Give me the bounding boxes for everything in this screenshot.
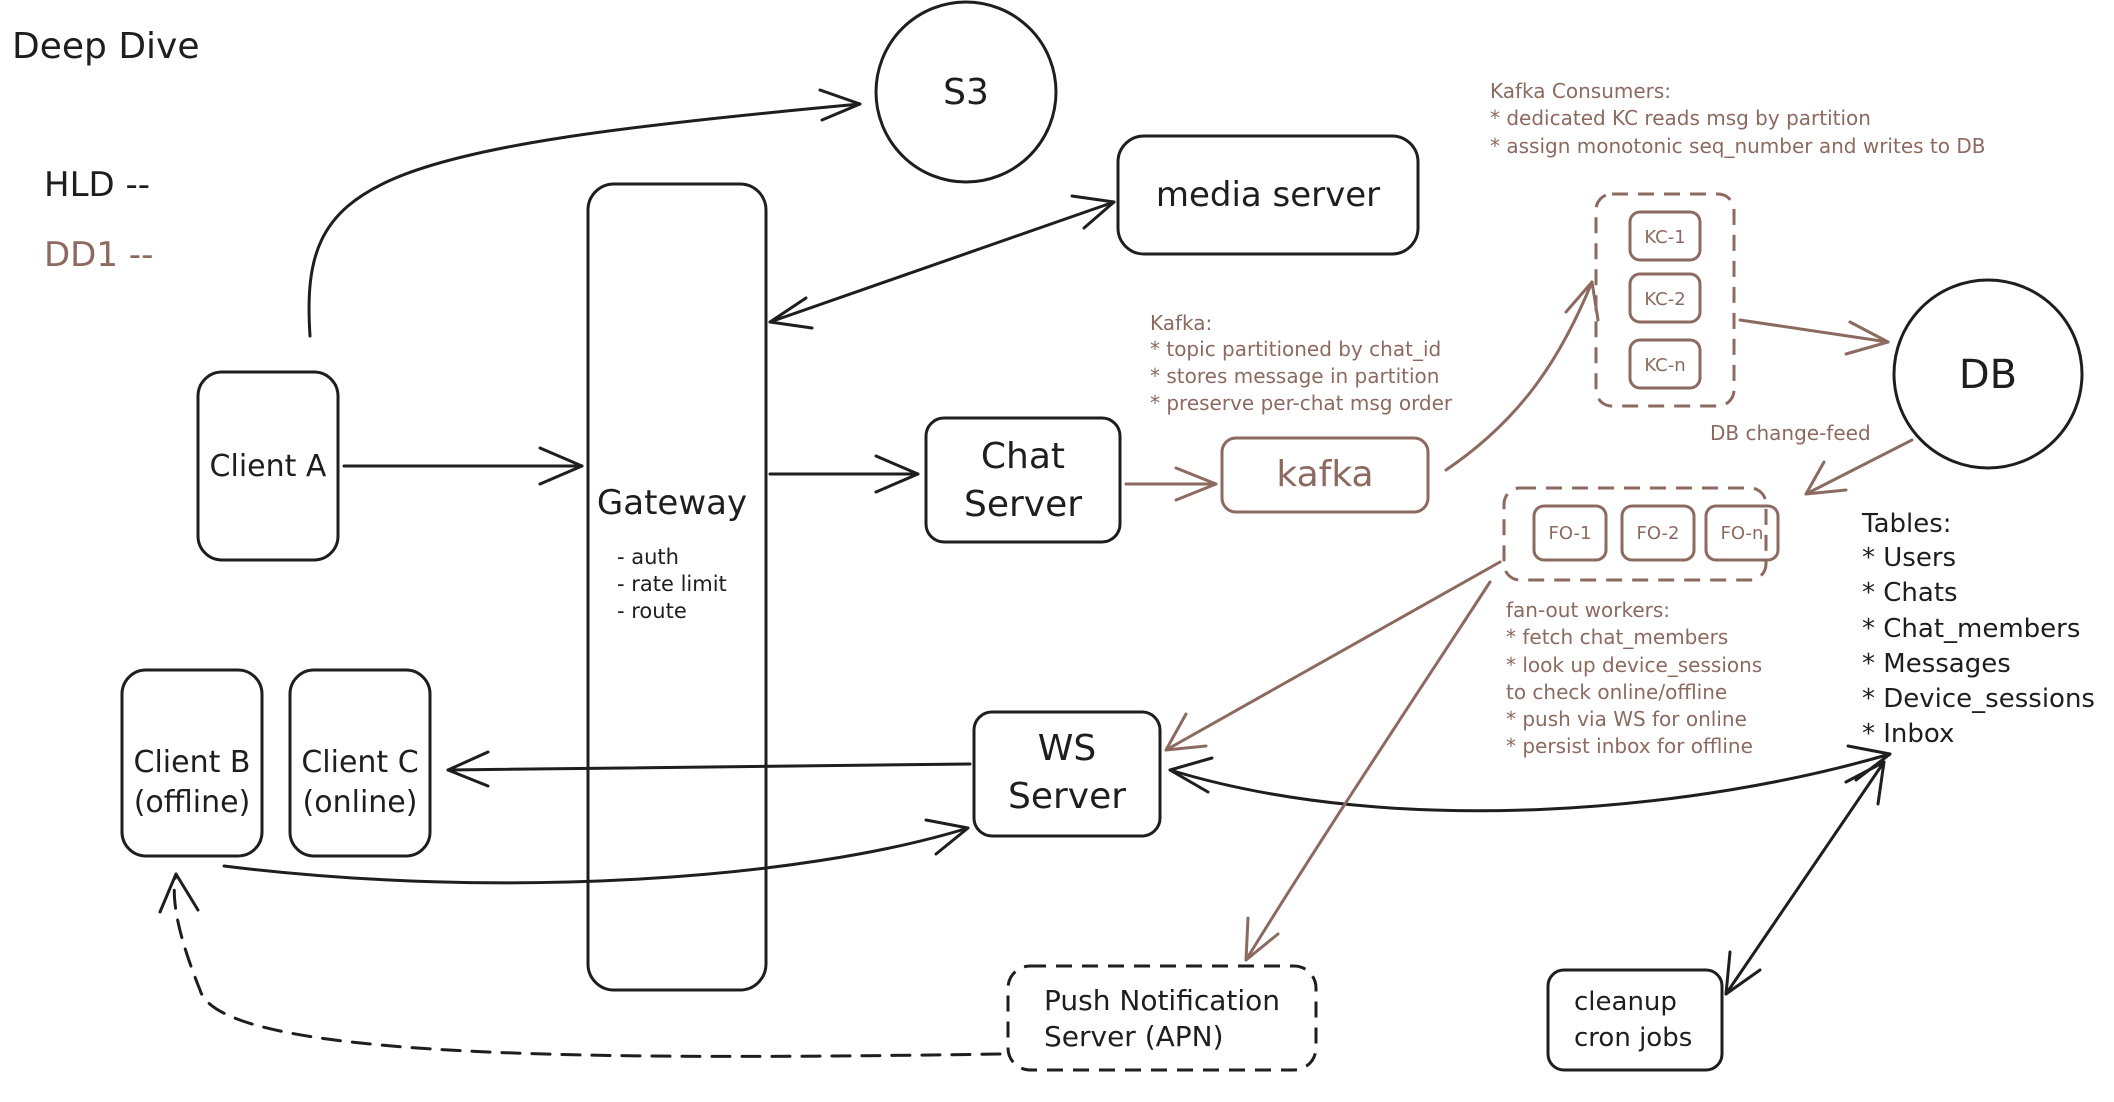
kafka-note-line-2: * stores message in partition [1150,364,1439,388]
fanout-workers-group: FO-1 FO-2 FO-n [1502,486,1780,582]
cleanup-cron-node: cleanup cron jobs [1546,968,1724,1072]
tables-note-chat-members: * Chat_members [1862,614,2080,644]
kafka-label: kafka [1276,454,1373,495]
arrow-push-to-client-b [158,872,1002,1058]
push-server-label-2: Server (APN) [1044,1020,1224,1053]
chat-server-label-2: Server [964,484,1082,525]
gateway-note-route: - route [617,599,687,623]
kafka-note-line-1: * topic partitioned by chat_id [1150,337,1441,361]
kafka-consumers-group: KC-1 KC-2 KC-n [1594,192,1736,408]
legend-hld: HLD -- [44,165,150,205]
kc-1-label: KC-1 [1644,227,1685,248]
fo-2-label: FO-2 [1637,523,1680,544]
s3-node: S3 [874,0,1058,184]
consumers-note: Kafka Consumers: * dedicated KC reads ms… [1490,79,1985,158]
fanout-note-line-2: * look up device_sessions [1506,653,1762,677]
push-server-label-1: Push Notification [1044,984,1280,1017]
gateway-note-rate-limit: - rate limit [617,572,727,596]
diagram-title: Deep Dive [12,26,200,67]
fo-1-label: FO-1 [1549,523,1592,544]
tables-note-chats: * Chats [1862,578,1958,608]
fo-n-label: FO-n [1721,523,1764,544]
consumers-note-line-2: * assign monotonic seq_number and writes… [1490,134,1985,158]
tables-note-users: * Users [1862,543,1956,573]
consumers-note-line-1: * dedicated KC reads msg by partition [1490,106,1871,130]
client-c-status: (online) [303,785,418,820]
tables-note-device-sessions: * Device_sessions [1862,684,2095,714]
kafka-note-title: Kafka: [1150,311,1212,335]
ws-server-node: WS Server [972,710,1162,838]
kc-2-label: KC-2 [1644,289,1685,310]
tables-note: Tables: * Users * Chats * Chat_members *… [1861,509,2095,749]
fanout-note-title: fan-out workers: [1506,598,1670,622]
db-node: DB [1892,278,2084,470]
arrow-tables-cleanup [1724,760,1886,996]
kafka-note: Kafka: * topic partitioned by chat_id * … [1150,311,1453,415]
consumers-note-title: Kafka Consumers: [1490,79,1671,103]
arrow-chat-to-kafka [1124,466,1218,502]
arrow-ws-to-client-c [446,750,972,788]
client-b-node: Client B (offline) [120,668,264,858]
kafka-node: kafka [1220,436,1430,514]
tables-note-inbox: * Inbox [1862,719,1954,749]
fanout-note-line-3: to check online/offline [1506,680,1727,704]
client-a-node: Client A [196,370,340,562]
gateway-node: Gateway - auth - rate limit - route [586,182,768,992]
arrow-consumers-to-db [1738,318,1890,356]
fanout-note-line-1: * fetch chat_members [1506,625,1728,649]
arrow-fanout-to-ws [1164,560,1502,752]
arrow-media-gateway [768,194,1116,330]
media-server-node: media server [1116,134,1420,256]
push-notification-node: Push Notification Server (APN) [1006,964,1318,1072]
ws-server-label-1: WS [1038,728,1096,769]
chat-server-node: Chat Server [924,416,1122,544]
fanout-note-line-5: * persist inbox for offline [1506,734,1753,758]
chat-server-label-1: Chat [981,436,1065,477]
change-feed-label: DB change-feed [1710,421,1871,445]
client-a-label: Client A [210,449,327,484]
client-b-label: Client B [134,745,251,780]
client-b-status: (offline) [134,785,251,820]
media-server-label: media server [1156,175,1380,215]
arrow-kafka-to-consumers [1444,280,1600,472]
arrow-db-to-fanout [1804,438,1914,496]
arrow-fanout-to-push [1244,580,1492,962]
client-c-label: Client C [301,745,418,780]
client-c-node: Client C (online) [288,668,432,858]
db-label: DB [1959,352,2017,398]
cleanup-label-1: cleanup [1574,987,1677,1017]
s3-label: S3 [943,72,989,113]
tables-note-messages: * Messages [1862,649,2011,679]
arrow-gateway-to-chat-server [768,454,920,494]
ws-server-label-2: Server [1008,776,1126,817]
gateway-note-auth: - auth [617,545,679,569]
tables-note-title: Tables: [1861,509,1952,539]
arrow-client-b-to-ws [222,818,970,885]
kc-n-label: KC-n [1644,355,1685,376]
cleanup-label-2: cron jobs [1574,1023,1692,1053]
fanout-note-line-4: * push via WS for online [1506,707,1747,731]
gateway-label: Gateway [597,483,747,523]
arrow-client-a-to-gateway [342,446,584,486]
legend-dd1: DD1 -- [44,235,153,275]
kafka-note-line-3: * preserve per-chat msg order [1150,391,1453,415]
arrow-client-a-to-s3 [307,88,862,338]
fanout-note: fan-out workers: * fetch chat_members * … [1506,598,1762,758]
